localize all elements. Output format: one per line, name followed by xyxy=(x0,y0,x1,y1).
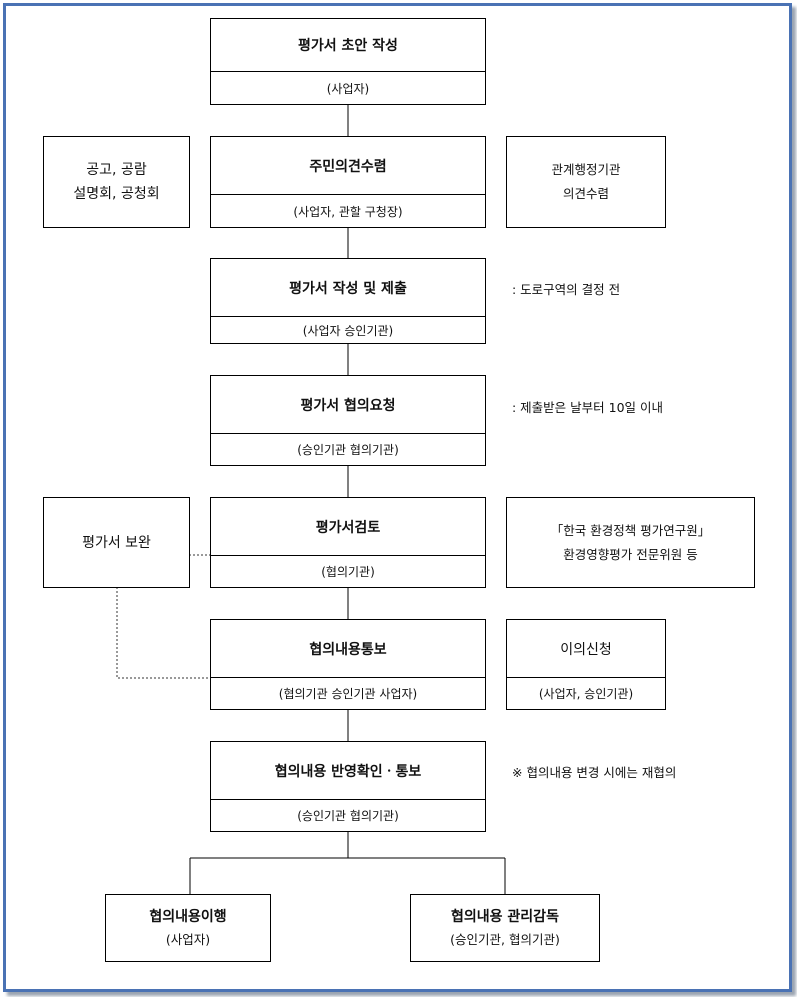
public-notice-line-1: 공고, 공람 xyxy=(86,162,147,178)
step-notify-box: 협의내용통보 (협의기관 승인기관 사업자) xyxy=(210,619,486,710)
final-implement-box: 협의내용이행 (사업자) xyxy=(105,894,271,962)
review-institute-line-1: 「한국 환경정책 평가연구원」 xyxy=(550,522,711,538)
public-notice-line-2: 설명회, 공청회 xyxy=(73,186,160,202)
step-submit-sub: (사업자 승인기관) xyxy=(302,323,394,338)
final-supervise-title: 협의내용 관리감독 xyxy=(451,909,559,925)
step-public-opinion-box: 주민의견수렴 (사업자, 관할 구청장) xyxy=(210,136,486,228)
agency-opinion-line-2: 의견수렴 xyxy=(562,186,609,201)
note-submit: : 도로구역의 결정 전 xyxy=(512,282,621,297)
step-notify-sub: (협의기관 승인기관 사업자) xyxy=(278,687,418,701)
step-request-box: 평가서 협의요청 (승인기관 협의기관) xyxy=(210,375,486,466)
step-public-opinion-sub: (사업자, 관할 구청장) xyxy=(293,204,403,219)
supplement-return-dashed-link xyxy=(116,587,211,679)
step-public-opinion-title: 주민의견수렴 xyxy=(211,137,485,195)
final-supervise-box: 협의내용 관리감독 (승인기관, 협의기관) xyxy=(410,894,600,962)
final-supervise-sub: (승인기관, 협의기관) xyxy=(450,932,560,947)
objection-title: 이의신청 xyxy=(507,620,665,678)
review-institute-box: 「한국 환경정책 평가연구원」 환경영향평가 전문위원 등 xyxy=(506,497,755,588)
review-institute-line-2: 환경영향평가 전문위원 등 xyxy=(563,546,698,562)
objection-box: 이의신청 (사업자, 승인기관) xyxy=(506,619,666,710)
step-review-box: 평가서검토 (협의기관) xyxy=(210,497,486,588)
note-request: : 제출받은 날부터 10일 이내 xyxy=(512,400,664,415)
agency-opinion-line-1: 관계행정기관 xyxy=(551,162,621,177)
objection-sub: (사업자, 승인기관) xyxy=(538,687,634,701)
agency-opinion-box: 관계행정기관 의견수렴 xyxy=(506,136,666,228)
step-notify-title: 협의내용통보 xyxy=(211,620,485,678)
note-recheck: ※ 협의내용 변경 시에는 재협의 xyxy=(512,765,677,780)
step-draft-box: 평가서 초안 작성 (사업자) xyxy=(210,18,486,105)
final-implement-title: 협의내용이행 xyxy=(149,909,227,925)
step-review-title: 평가서검토 xyxy=(211,498,485,556)
supplement-box: 평가서 보완 xyxy=(43,497,190,588)
step-confirm-title: 협의내용 반영확인ㆍ통보 xyxy=(211,742,485,800)
public-notice-box: 공고, 공람 설명회, 공청회 xyxy=(43,136,190,228)
step-confirm-box: 협의내용 반영확인ㆍ통보 (승인기관 협의기관) xyxy=(210,741,486,832)
step-confirm-sub: (승인기관 협의기관) xyxy=(297,809,399,823)
step-request-sub: (승인기관 협의기관) xyxy=(297,443,399,457)
final-implement-sub: (사업자) xyxy=(165,932,211,947)
step-submit-box: 평가서 작성 및 제출 (사업자 승인기관) xyxy=(210,258,486,344)
step-draft-title: 평가서 초안 작성 xyxy=(211,19,485,72)
supplement-label: 평가서 보완 xyxy=(82,534,151,551)
step-request-title: 평가서 협의요청 xyxy=(211,376,485,434)
step-submit-title: 평가서 작성 및 제출 xyxy=(211,259,485,317)
step-review-sub: (협의기관) xyxy=(321,565,375,579)
step-draft-sub: (사업자) xyxy=(326,81,370,96)
